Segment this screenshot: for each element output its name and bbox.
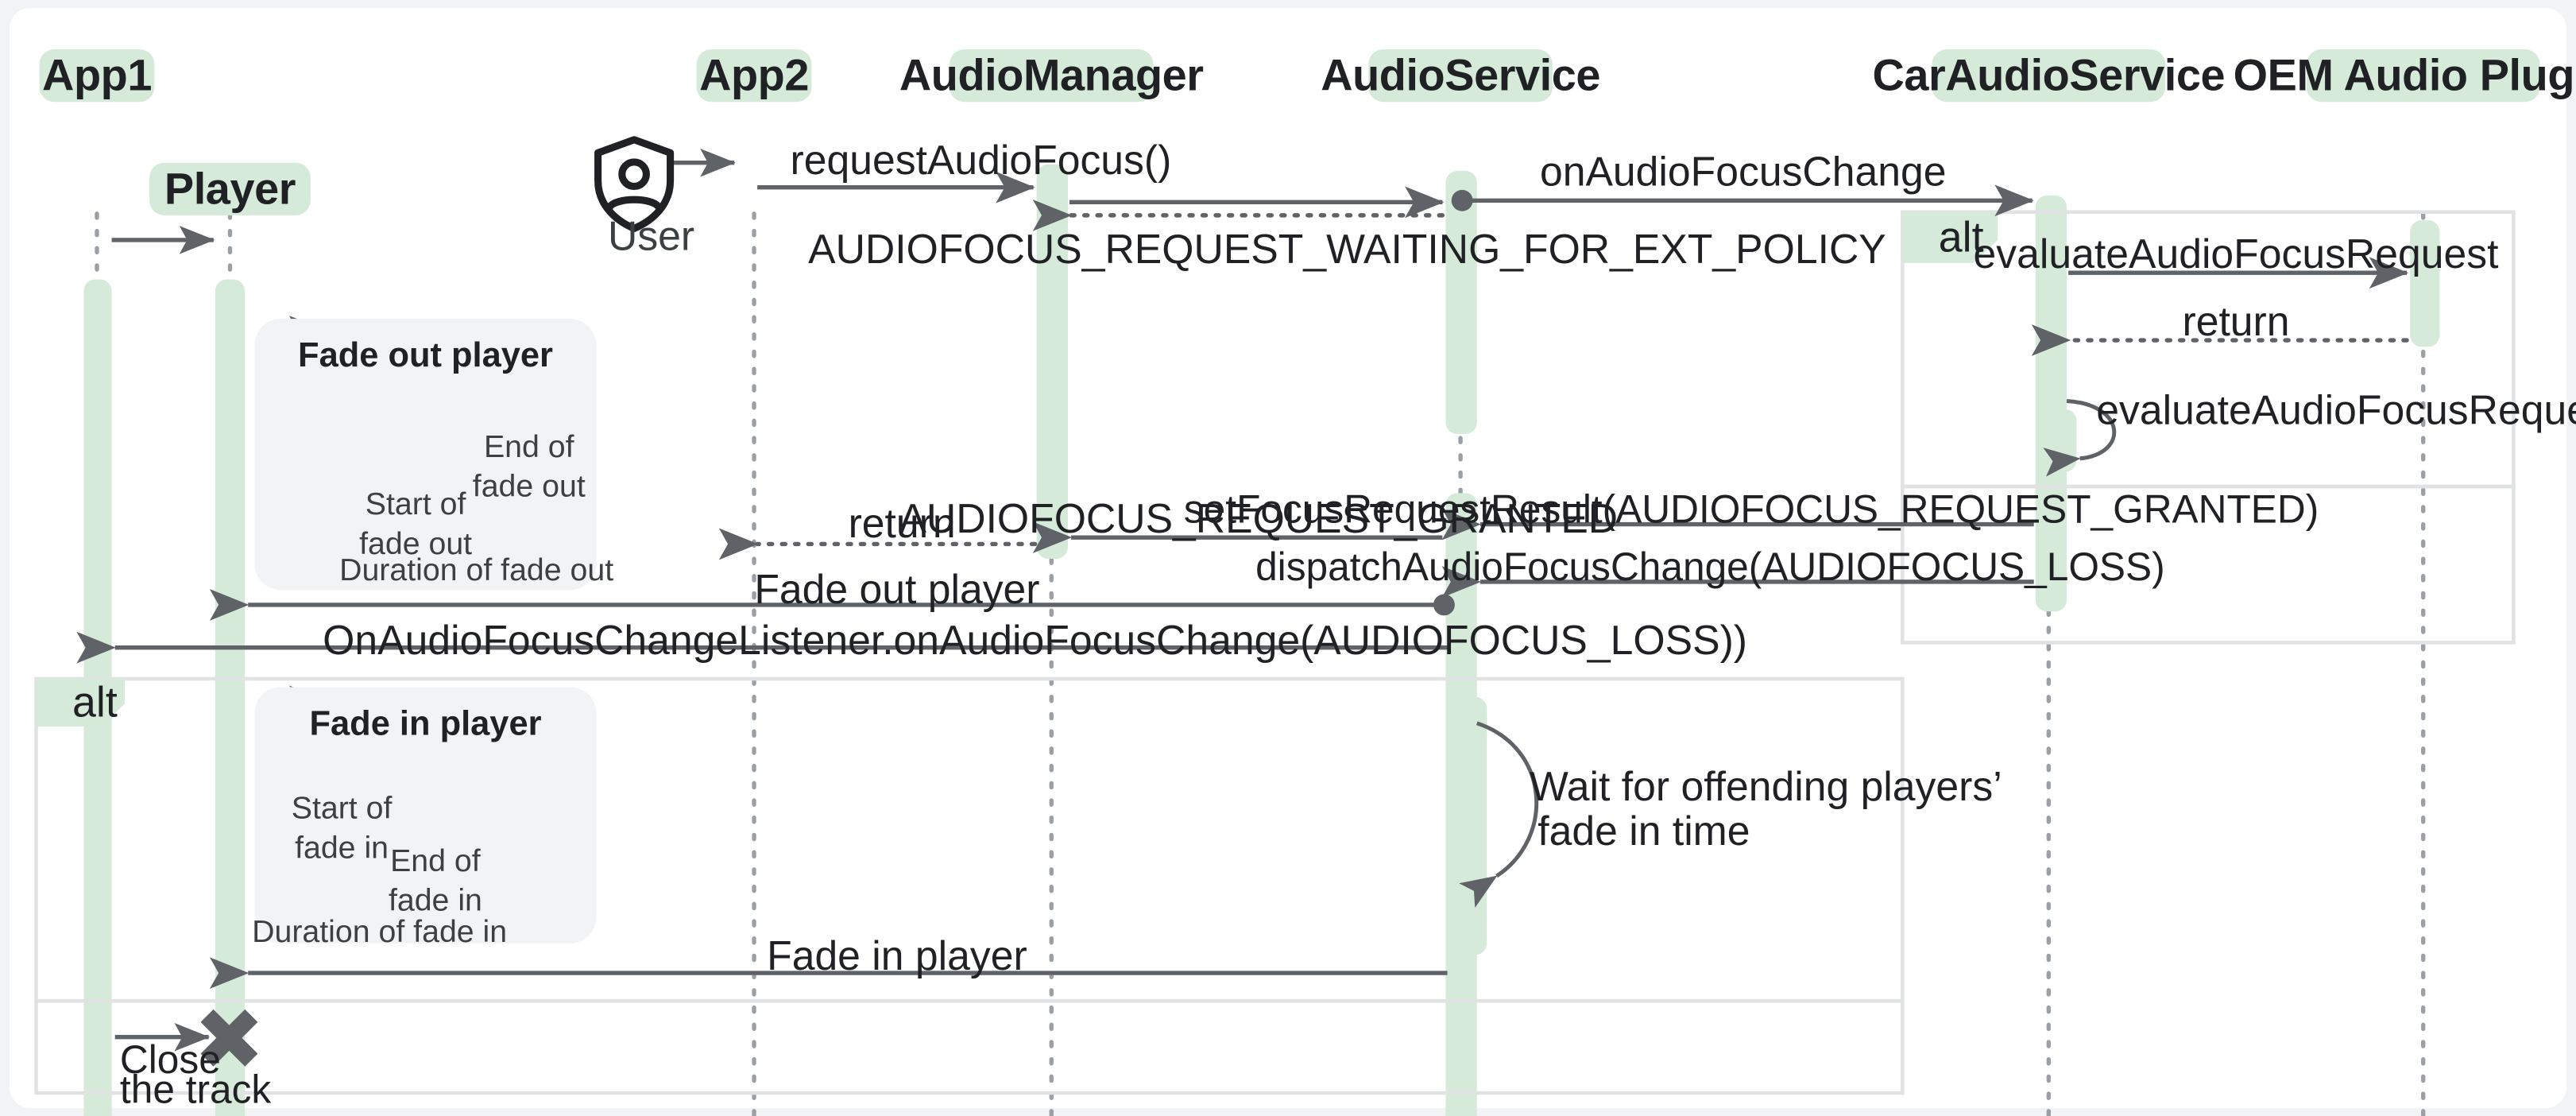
message-dispatchaudiofocuschange-label: dispatchAudioFocusChange(AUDIOFOCUS_LOSS… [1255,545,2165,591]
message-am-return-label: return [848,501,956,548]
fragment-alt-left-tag: alt [36,676,125,727]
fade-out-end-line2: fade out [472,469,586,504]
fragment-alt-right-tag: alt [1902,212,1998,263]
participant-caraudioservice-label: CarAudioService [1872,50,2226,100]
fade-in-end-line2: fade in [388,883,482,918]
message-onaudiofocuschange-label: onAudioFocusChange [1539,149,1947,196]
fade-out-end-label: End of fade out [473,429,586,506]
fade-in-end-label: End of fade in [389,843,482,920]
actor-user-label: User [608,213,695,260]
message-onaudiofocuschangelistener-label: OnAudioFocusChangeListener.onAudioFocusC… [323,618,1748,665]
message-close-track-line1: Close [119,1038,221,1083]
fade-out-note-title: Fade out player [298,336,553,375]
fade-out-end-line1: End of [483,430,574,466]
fade-in-end-line1: End of [390,844,481,880]
fragment-alt-right-label: alt [1938,211,1984,262]
participant-app1[interactable]: App1 [39,49,155,103]
message-fadeoutplayer-label: Fade out player [754,567,1040,614]
fade-in-start-line1: Start of [291,792,393,827]
message-evaluateaudiofocusrequest-label: evaluateAudioFocusRequest [1973,231,2499,278]
participant-player[interactable]: Player [149,162,311,215]
fade-in-note-panel [254,687,597,944]
participant-audiomanager[interactable]: AudioManager [899,49,1204,103]
fragment-alt-left-label: alt [72,676,118,727]
participant-app2-label: App2 [699,50,810,100]
participant-audioservice-label: AudioService [1321,50,1601,100]
participant-app2[interactable]: App2 [696,49,812,103]
message-fadeinplayer-label: Fade in player [767,933,1027,980]
fade-in-duration-label: Duration of fade in [252,915,508,951]
message-setfocusrequestresult-label: setFocusRequestResult(AUDIOFOCUS_REQUEST… [1183,488,2319,533]
message-audiofocus-waiting-label: AUDIOFOCUS_REQUEST_WAITING_FOR_EXT_POLIC… [808,227,1886,273]
participant-audiomanager-label: AudioManager [899,50,1204,100]
fade-out-start-label: Start of fade out [359,486,472,564]
participant-app1-label: App1 [42,50,152,100]
participant-caraudioservice[interactable]: CarAudioService [1872,49,2226,103]
fade-in-start-line2: fade in [295,831,389,866]
participant-oemaudioplugin-label: OEM Audio Plugin [2233,50,2576,100]
participant-player-label: Player [164,163,296,213]
fade-out-duration-label: Duration of fade out [339,553,614,589]
fade-out-note-panel [254,319,597,591]
fade-out-start-line1: Start of [365,488,466,523]
fade-in-start-label: Start of fade in [292,791,393,868]
fade-out-start-line2: fade out [359,526,473,562]
participant-oemaudioplugin[interactable]: OEM Audio Plugin [2234,49,2576,103]
message-wait-fadein-line1: Wait for offending players’ [1529,764,2002,811]
message-oem-return-label: return [2182,299,2290,346]
message-audiofocus-granted-label: AUDIOFOCUS_REQUEST_GRANTED [899,496,1619,543]
message-wait-fadein-line2: fade in time [1537,808,1750,855]
fade-in-note-title: Fade in player [309,705,542,743]
message-requestaudiofocus-label: requestAudioFocus() [790,138,1172,184]
participant-audioservice[interactable]: AudioService [1321,49,1600,103]
message-evaluateinternally-label: evaluateAudioFocusRequestInternally [2096,387,2576,434]
message-close-track-line2: the track [119,1068,272,1113]
